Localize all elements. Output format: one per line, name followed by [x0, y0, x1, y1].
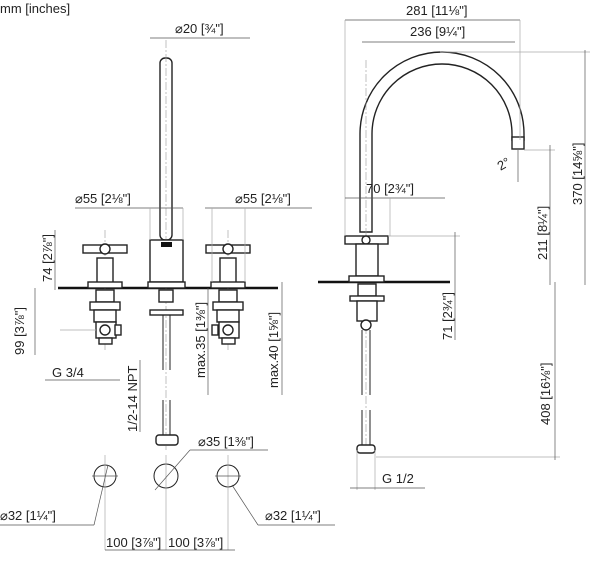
angle-dim: 2° [494, 154, 512, 173]
handle-diameter-right-dim: ⌀55 [2⅛"] [235, 191, 291, 206]
gooseneck-spout [359, 51, 525, 233]
left-valve [82, 230, 128, 350]
spout-diameter-dim: ⌀20 [¾"] [175, 21, 224, 36]
hole-spout-dim: ⌀35 [1⅜"] [198, 434, 254, 449]
thread-label: G 1/2 [382, 471, 414, 486]
max-deck-spout-dim: max.35 [1⅜"] [193, 302, 208, 378]
spout-thread-label: 1/2-14 NPT [125, 365, 140, 432]
side-view: 281 [11⅛"] 236 [9¼"] 370 [14⅝"] 211 [8¼"… [318, 3, 590, 490]
spout-reach-dim: 236 [9¼"] [410, 24, 465, 39]
handle-height-dim: 74 [2⅞"] [40, 234, 55, 282]
spacing-left-dim: 100 [3⅞"] [106, 535, 161, 550]
units-label: mm [inches] [0, 1, 70, 16]
hole-right-dim: ⌀32 [1¼"] [265, 508, 321, 523]
valve-depth-dim: 99 [3⅞"] [12, 307, 27, 355]
total-height-dim: 370 [14⅝"] [570, 143, 585, 205]
spacing-right-dim: 100 [3⅞"] [168, 535, 223, 550]
valve-thread-label: G 3/4 [52, 365, 84, 380]
front-view: ⌀20 [¾"] ⌀55 [2⅛"] ⌀55 [2⅛"] 74 [2⅞"] 99… [12, 21, 312, 450]
below-deck-total-dim: 408 [16⅛"] [538, 363, 553, 425]
overall-reach-dim: 281 [11⅛"] [406, 3, 467, 18]
right-valve [205, 230, 251, 350]
plan-view: ⌀35 [1⅜"] ⌀32 [1¼"] ⌀32 [1¼"] 100 [3⅞"] … [0, 434, 335, 551]
outlet-height-dim: 211 [8¼"] [535, 206, 550, 260]
spout-outlet [511, 136, 525, 150]
handle-reach-dim: 70 [2¾"] [366, 181, 414, 196]
max-deck-valve-dim: max.40 [1⅝"] [266, 312, 281, 388]
below-deck-valve-dim: 71 [2¾"] [440, 292, 455, 340]
handle-diameter-left-dim: ⌀55 [2⅛"] [75, 191, 131, 206]
hole-left-dim: ⌀32 [1¼"] [0, 508, 56, 523]
